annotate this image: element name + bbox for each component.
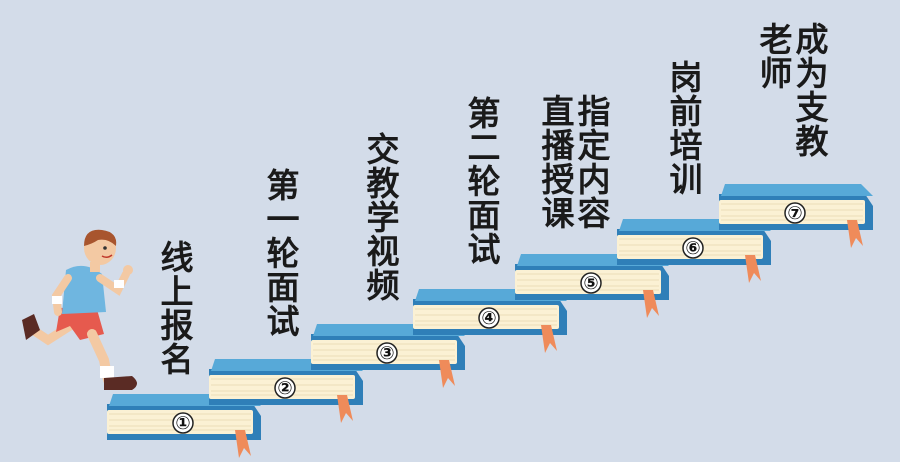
step-number-1: ①	[175, 413, 190, 434]
step-number-3: ③	[379, 343, 394, 364]
bookmark-ribbon-icon	[745, 255, 761, 283]
step-number-badge	[376, 342, 398, 364]
step-number-7: ⑦	[787, 203, 802, 224]
bookmark-ribbon-icon	[643, 290, 659, 318]
step-number-badge	[580, 272, 602, 294]
step-label-7: 成为支教老师	[754, 22, 829, 158]
book-step-7: ⑦	[719, 184, 873, 248]
step-number-6: ⑥	[685, 238, 700, 259]
step-number-badge	[172, 412, 194, 434]
step-number-badge	[478, 307, 500, 329]
bookmark-ribbon-icon	[235, 430, 251, 458]
step-label-3: 交教学视频	[361, 132, 400, 302]
step-label-5: 指定内容直播授课	[536, 94, 611, 230]
bookmark-ribbon-icon	[847, 220, 863, 248]
book-step-4: ④	[413, 289, 567, 353]
step-number-badge	[682, 237, 704, 259]
bookmark-ribbon-icon	[541, 325, 557, 353]
book-step-6: ⑥	[617, 219, 771, 283]
step-label-6: 岗前培训	[664, 60, 703, 196]
step-number-5: ⑤	[583, 273, 598, 294]
step-label-2: 第一轮面试	[261, 168, 300, 338]
bookmark-ribbon-icon	[439, 360, 455, 388]
bookmark-ribbon-icon	[337, 395, 353, 423]
step-label-4: 第二轮面试	[462, 96, 501, 266]
book-step-3: ③	[311, 324, 465, 388]
step-number-4: ④	[481, 308, 496, 329]
step-number-badge	[274, 377, 296, 399]
running-boy-icon	[22, 229, 137, 390]
step-label-1: 线上报名	[155, 240, 194, 376]
step-number-2: ②	[277, 378, 292, 399]
step-number-badge	[784, 202, 806, 224]
